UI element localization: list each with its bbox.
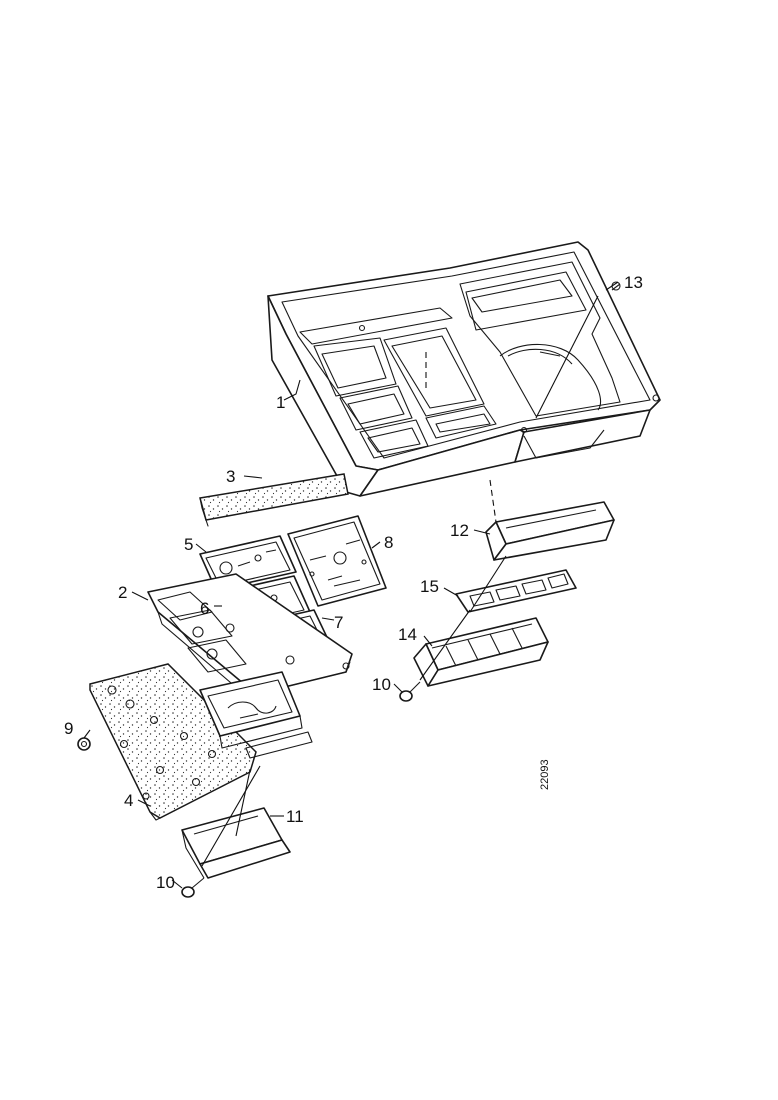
callout-10-right: 10	[372, 675, 391, 694]
screw-10-lower	[181, 877, 205, 898]
callout-2: 2	[118, 583, 127, 602]
callout-1: 1	[276, 393, 285, 412]
callout-15: 15	[420, 577, 439, 596]
dispenser-housing	[267, 241, 661, 497]
nut-9	[77, 737, 91, 751]
callout-8: 8	[384, 533, 393, 552]
callout-6: 6	[200, 599, 209, 618]
callout-12: 12	[450, 521, 469, 540]
callout-4: 4	[124, 791, 133, 810]
seal-strip	[199, 473, 349, 527]
callout-9: 9	[64, 719, 73, 738]
callout-5: 5	[184, 535, 193, 554]
callout-3: 3	[226, 467, 235, 486]
callout-14: 14	[398, 625, 417, 644]
inner-cover	[199, 671, 313, 759]
drawing-reference: 22093	[539, 759, 551, 790]
callout-10-lower: 10	[156, 873, 175, 892]
container-11	[181, 807, 291, 879]
tray-14	[413, 617, 549, 687]
container-12	[485, 501, 615, 561]
gasket-15	[455, 569, 577, 613]
label-plate-8	[287, 515, 387, 607]
base-plate-4	[89, 663, 257, 821]
screw-10-right	[399, 681, 421, 702]
callout-11: 11	[286, 807, 304, 826]
assembly-lines	[201, 295, 599, 867]
leader-lines	[83, 281, 619, 889]
callout-7: 7	[334, 613, 343, 632]
callout-13: 13	[624, 273, 643, 292]
